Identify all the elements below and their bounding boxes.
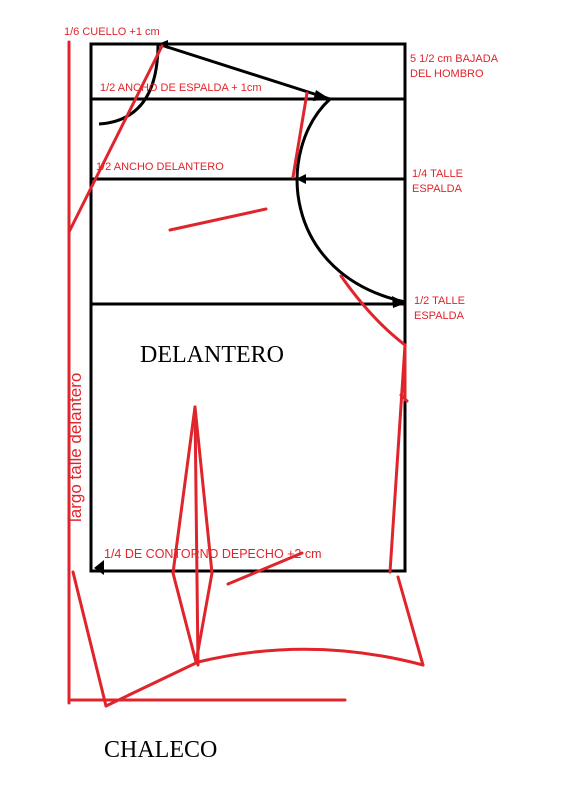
dart-left-lower — [171, 571, 198, 664]
back-width-label: 1/2 ANCHO DE ESPALDA + 1cm — [100, 82, 262, 94]
hem-curve — [196, 647, 425, 667]
half-waist-label-1: 1/2 TALLE — [414, 295, 465, 307]
front-width-arrowhead — [296, 174, 306, 184]
piece-title: DELANTERO — [140, 342, 284, 368]
front-width-label: 1/2 ANCHO DELANTERO — [96, 161, 224, 173]
shoulder-drop-label-1: 5 1/2 cm BAJADA — [410, 53, 499, 65]
half-waist-label-2: ESPALDA — [414, 310, 465, 322]
pattern-rectangle — [89, 42, 407, 573]
armhole-arrowhead — [392, 296, 406, 308]
neckline-curve — [98, 43, 160, 126]
shoulder-line — [157, 42, 331, 101]
center-mark — [168, 207, 268, 232]
shoulder-arrowhead — [313, 90, 330, 101]
arrowheads — [158, 40, 406, 308]
quarter-waist-label-2: ESPALDA — [412, 183, 463, 195]
dart-right-upper — [193, 405, 214, 575]
construction-outline — [89, 42, 407, 573]
quarter-waist-label-1: 1/4 TALLE — [412, 168, 463, 180]
hem-point-left — [104, 660, 200, 708]
dart-center-line — [193, 405, 200, 667]
shoulder-drop-label-2: DEL HOMBRO — [410, 68, 484, 80]
chest-label: 1/4 DE CONTORNO DEPECHO +2 cm — [104, 547, 322, 561]
lower-mark — [226, 551, 304, 586]
neck-label: 1/6 CUELLO +1 cm — [64, 26, 160, 38]
neck-arrowhead — [158, 40, 168, 49]
side-seam-lower — [388, 343, 407, 574]
side-seam-curve — [339, 274, 407, 347]
tick-right-side — [399, 393, 409, 403]
red-markup — [67, 40, 425, 708]
front-point-diagonal — [71, 570, 108, 708]
chest-arrowhead — [94, 560, 104, 575]
neck-diagonal — [67, 44, 164, 234]
garment-title: CHALECO — [104, 737, 217, 763]
side-hem — [396, 575, 425, 667]
armhole-curve — [295, 97, 406, 304]
pattern-curves — [98, 42, 406, 304]
front-length-label: largo talle delantero — [66, 373, 85, 522]
armhole-red-guide — [291, 91, 309, 179]
dart-left-upper — [171, 405, 197, 575]
